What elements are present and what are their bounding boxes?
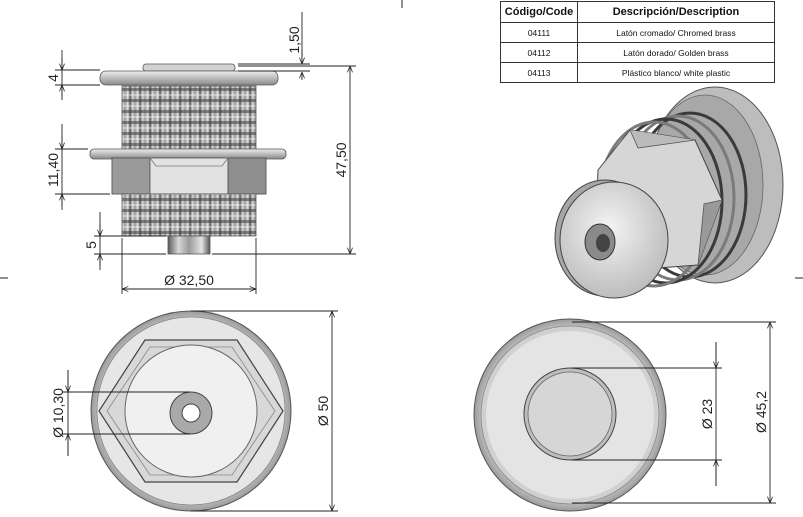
- product-code-table: Código/Code Descripción/Description 0411…: [500, 1, 775, 83]
- dim-top-inner-diameter: Ø 23: [699, 399, 715, 430]
- dim-pin-diameter: Ø 10,30: [50, 388, 66, 438]
- row-code: 04112: [500, 42, 578, 63]
- table-row: 04113 Plástico blanco/ white plastic: [500, 62, 775, 83]
- bottom-dimension-lines: [62, 310, 338, 512]
- bottom-view: [90, 310, 292, 512]
- header-description: Descripción/Description: [577, 1, 775, 23]
- row-description: Plástico blanco/ white plastic: [577, 62, 775, 83]
- top-dimension-lines: [572, 321, 776, 504]
- top-view: [473, 318, 667, 512]
- table-row: 04111 Latón cromado/ Chromed brass: [500, 22, 775, 43]
- dim-bottom-outer-diameter: Ø 50: [315, 396, 331, 427]
- side-view: [89, 63, 287, 255]
- dim-cap-height: 4: [45, 74, 61, 82]
- frame-marks: [0, 0, 803, 279]
- row-description: Latón dorado/ Golden brass: [577, 42, 775, 63]
- upper-thread-body: [121, 85, 257, 151]
- lower-flange: [89, 148, 287, 160]
- dim-flange-thickness: 1,50: [286, 26, 302, 53]
- iso-view: [554, 86, 784, 299]
- hex-nut: [111, 157, 267, 195]
- header-code: Código/Code: [500, 1, 578, 23]
- side-dimension-lines: [55, 12, 356, 294]
- dim-hex-height: 11,40: [45, 153, 61, 187]
- table-row: 04112 Latón dorado/ Golden brass: [500, 42, 775, 63]
- lower-thread-body: [121, 193, 257, 237]
- row-code: 04113: [500, 62, 578, 83]
- row-description: Latón cromado/ Chromed brass: [577, 22, 775, 43]
- pin: [167, 235, 211, 255]
- dim-pin-height: 5: [83, 241, 99, 249]
- row-code: 04111: [500, 22, 578, 43]
- cap: [99, 63, 279, 86]
- dim-top-outer-diameter: Ø 45,2: [753, 391, 769, 433]
- dim-overall-height: 47,50: [333, 142, 349, 177]
- dim-body-diameter: Ø 32,50: [164, 272, 214, 288]
